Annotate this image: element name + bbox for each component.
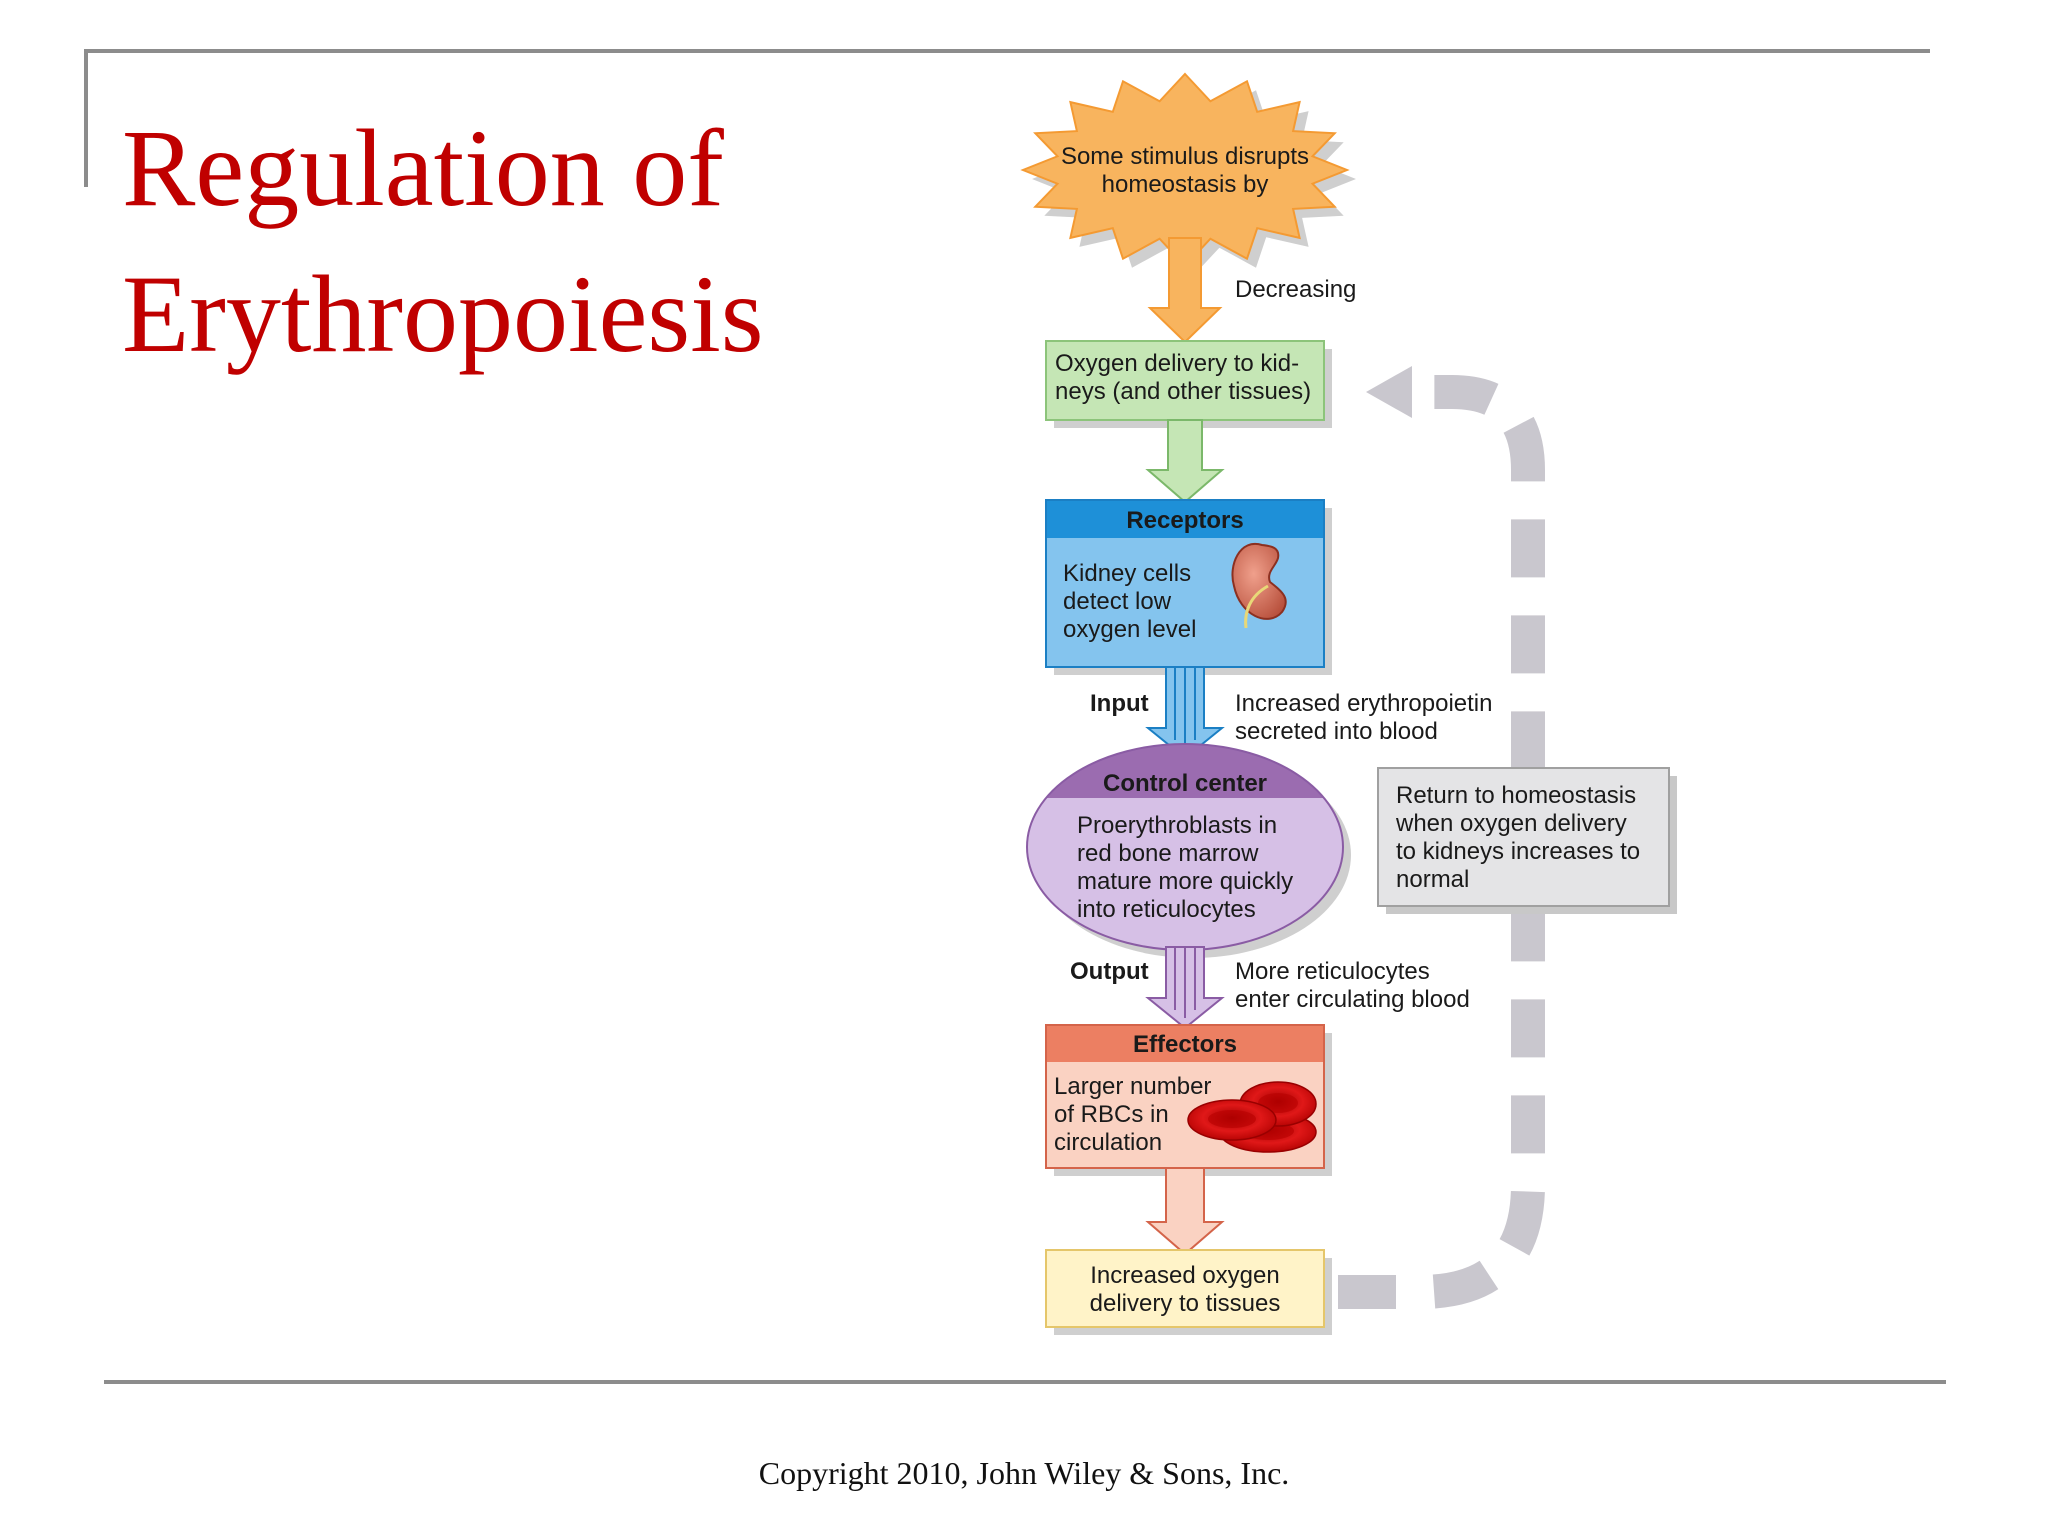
output-arrow [1145,946,1225,1030]
slide-title: Regulation of Erythropoiesis [122,95,764,387]
return-text-4: normal [1396,866,1469,893]
condition-text-2: neys (and other tissues) [1055,378,1311,405]
feedback-arrowhead [1366,366,1412,418]
condition-arrow [1145,419,1225,504]
effectors-arrow [1145,1167,1225,1256]
control-center-ellipse: Control center Proerythroblasts in red b… [1026,743,1351,958]
red-blood-cells-icon [1187,1081,1317,1153]
input-arrow [1145,666,1225,760]
control-text-3: mature more quickly [1077,868,1293,895]
effectors-text-2: of RBCs in [1054,1101,1169,1128]
title-line-2: Erythropoiesis [122,253,764,375]
output-text-1: More reticulocytes [1235,958,1430,985]
left-rule [84,49,88,187]
return-text-2: when oxygen delivery [1395,810,1627,837]
response-box: Increased oxygen delivery to tissues [1045,1249,1332,1335]
controlled-condition-box: Oxygen delivery to kid- neys (and other … [1045,340,1332,428]
response-text-2: delivery to tissues [1090,1290,1281,1317]
title-line-1: Regulation of [122,107,724,229]
receptors-text-1: Kidney cells [1063,560,1191,587]
effectors-header: Effectors [1133,1031,1237,1058]
input-label: Input [1090,690,1149,717]
receptors-text-2: detect low [1063,588,1172,615]
decreasing-label: Decreasing [1235,276,1356,303]
control-text-4: into reticulocytes [1077,896,1256,923]
return-text-1: Return to homeostasis [1396,782,1636,809]
copyright-text: Copyright 2010, John Wiley & Sons, Inc. [758,1455,1290,1491]
stimulus-text-2: homeostasis by [1102,171,1269,198]
kidney-icon [1231,542,1287,629]
control-text-1: Proerythroblasts in [1077,812,1277,839]
response-text-1: Increased oxygen [1090,1262,1279,1289]
feedback-loop-arrow [1338,366,1545,1309]
bottom-rule [104,1380,1946,1384]
decreasing-arrow [1147,237,1223,344]
stimulus-text-1: Some stimulus disrupts [1061,143,1309,170]
return-text-3: to kidneys increases to [1396,838,1640,865]
receptors-header: Receptors [1126,507,1243,534]
effectors-text-3: circulation [1054,1129,1162,1156]
top-rule [84,49,1930,53]
receptors-box: Receptors Kidney cells detect low oxygen… [1045,499,1332,675]
condition-text-1: Oxygen delivery to kid- [1055,350,1299,377]
effectors-text-1: Larger number [1054,1073,1211,1100]
control-text-2: red bone marrow [1077,840,1259,867]
output-label: Output [1070,958,1149,985]
output-text-2: enter circulating blood [1235,986,1470,1013]
receptors-text-3: oxygen level [1063,616,1196,643]
input-text-1: Increased erythropoietin [1235,690,1492,717]
effectors-box: Effectors Larger number of RBCs in circu… [1045,1024,1332,1176]
return-to-homeostasis-box: Return to homeostasis when oxygen delive… [1377,767,1677,914]
input-text-2: secreted into blood [1235,718,1438,745]
control-center-header: Control center [1103,770,1267,797]
